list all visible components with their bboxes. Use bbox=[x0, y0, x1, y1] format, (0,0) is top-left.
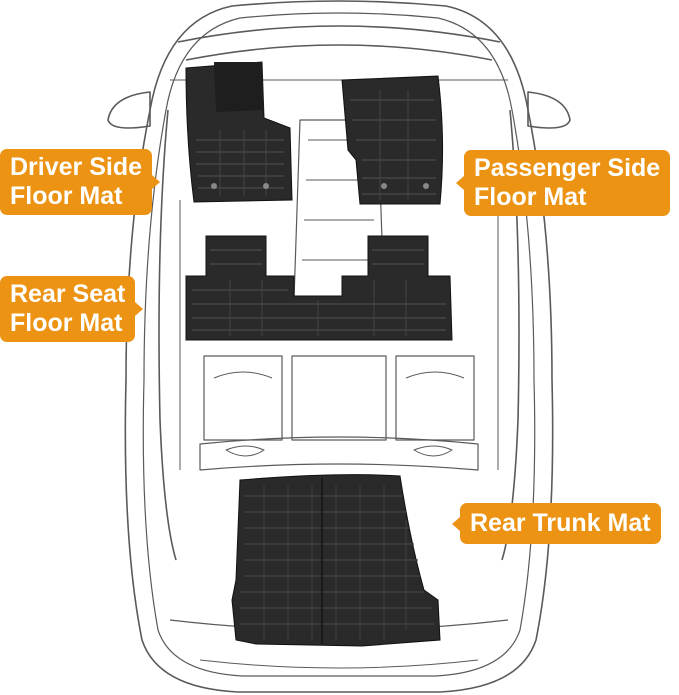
driver-side-label: Driver Side Floor Mat bbox=[0, 149, 153, 215]
passenger-side-label-line2: Floor Mat bbox=[474, 183, 587, 211]
rear-seat-pointer bbox=[135, 302, 144, 316]
rear-seat-floor-mat bbox=[185, 235, 453, 341]
callout-rear-seat: Rear Seat Floor Mat bbox=[0, 276, 144, 342]
rear-seat-label: Rear Seat Floor Mat bbox=[0, 276, 136, 342]
driver-side-floor-mat bbox=[185, 61, 293, 203]
rear-seat-label-line1: Rear Seat bbox=[10, 280, 126, 308]
rear-seat-label-line2: Floor Mat bbox=[10, 309, 123, 337]
passenger-side-label-line1: Passenger Side bbox=[474, 154, 661, 182]
rear-trunk-mat bbox=[231, 474, 441, 647]
callout-driver-side: Driver Side Floor Mat bbox=[0, 149, 161, 215]
driver-side-pointer bbox=[152, 175, 161, 189]
rear-seat-center bbox=[291, 355, 387, 441]
driver-side-label-line2: Floor Mat bbox=[10, 182, 123, 210]
callout-rear-trunk: Rear Trunk Mat bbox=[452, 503, 661, 544]
rear-trunk-label: Rear Trunk Mat bbox=[460, 503, 661, 544]
driver-side-label-line1: Driver Side bbox=[10, 153, 143, 181]
rear-trunk-label-line1: Rear Trunk Mat bbox=[470, 509, 651, 537]
passenger-side-pointer bbox=[456, 176, 464, 190]
rear-trunk-pointer bbox=[452, 516, 460, 531]
rear-seat-right bbox=[395, 355, 475, 441]
passenger-side-label: Passenger Side Floor Mat bbox=[464, 150, 671, 216]
passenger-side-floor-mat bbox=[341, 75, 444, 205]
rear-seat-left bbox=[203, 355, 283, 441]
right-mirror bbox=[527, 91, 571, 129]
callout-passenger-side: Passenger Side Floor Mat bbox=[456, 150, 671, 216]
left-mirror bbox=[107, 91, 151, 129]
car-body-outline bbox=[124, 0, 554, 693]
